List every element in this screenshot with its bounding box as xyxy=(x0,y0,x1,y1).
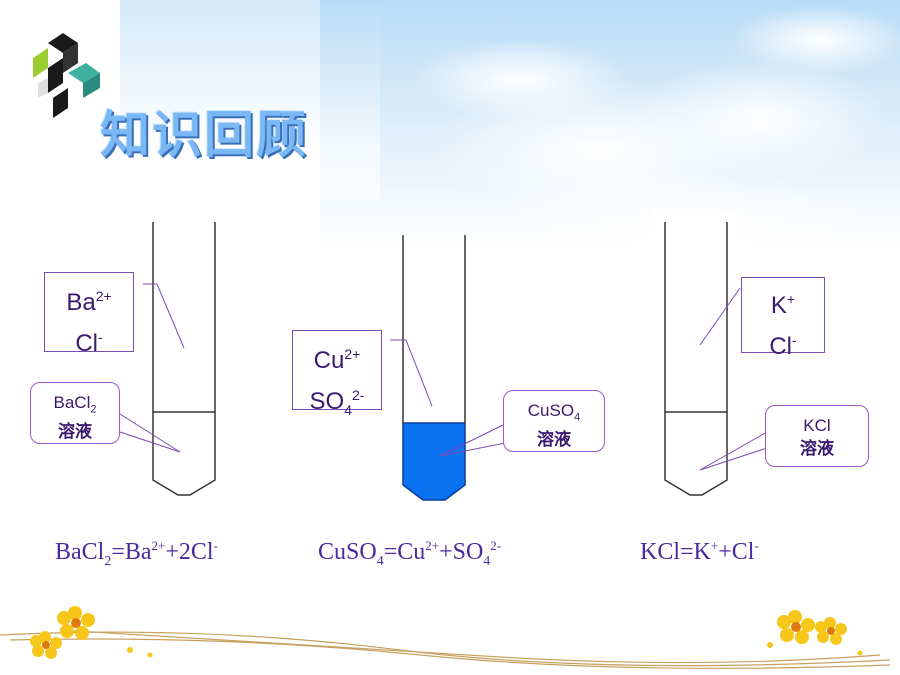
slide-title: 知识回顾 xyxy=(100,106,308,164)
ion-box-cu-so4: Cu2+ SO42- xyxy=(292,330,382,418)
equation-bacl2: BaCl2=Ba2++2Cl- xyxy=(55,538,218,569)
callout-kcl-solution: KCl 溶液 xyxy=(765,405,869,467)
flower-icon xyxy=(57,606,95,640)
flower-ribbon-decoration xyxy=(0,606,891,669)
equation-cuso4: CuSO4=Cu2++SO42- xyxy=(318,538,502,569)
test-tube-3 xyxy=(664,222,728,496)
ion-box-ba-cl: Ba2+ Cl- xyxy=(44,272,134,357)
flower-icon xyxy=(815,617,847,645)
flower-icon xyxy=(777,610,815,644)
test-tube-2-liquid xyxy=(402,422,466,501)
logo-cubes-icon xyxy=(33,33,100,118)
ion-box-k-cl: K+ Cl- xyxy=(741,277,825,360)
callout-bacl2-solution: BaCl2 溶液 xyxy=(30,382,120,444)
test-tube-1 xyxy=(152,222,216,496)
equation-kcl: KCl=K++Cl- xyxy=(640,538,759,565)
flower-icon xyxy=(30,631,62,659)
test-tube-2 xyxy=(402,235,466,423)
callout-cuso4-solution: CuSO4 溶液 xyxy=(503,390,605,452)
